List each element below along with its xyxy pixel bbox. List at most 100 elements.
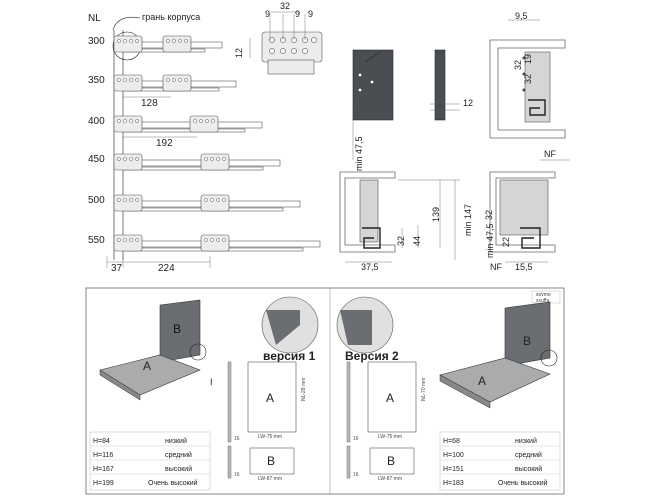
bracket-hole bbox=[216, 238, 220, 242]
v1-row-h-2: H=167 bbox=[93, 466, 114, 473]
row-label-350: 350 bbox=[88, 75, 105, 86]
section-view-a: 9,5 32 19 32 bbox=[489, 11, 566, 139]
bracket-hole bbox=[123, 157, 127, 161]
v2-letter-a: A bbox=[478, 374, 486, 388]
bracket-hole bbox=[123, 238, 127, 242]
front-bracket bbox=[113, 153, 143, 171]
v2-plate-b bbox=[369, 447, 415, 475]
section-c-32: 32 bbox=[484, 210, 494, 220]
bracket-hole bbox=[172, 39, 176, 43]
rear-bracket bbox=[189, 115, 219, 133]
bracket-hole bbox=[117, 39, 121, 43]
bracket-hole bbox=[117, 157, 121, 161]
v2-nl-a: NL-70 mm bbox=[421, 378, 427, 401]
v1-panel-b bbox=[159, 299, 201, 363]
v2-tag1: sovme bbox=[536, 292, 551, 298]
bracket-hole bbox=[178, 39, 182, 43]
bracket-hole bbox=[172, 78, 176, 82]
bracket-hole bbox=[123, 119, 127, 123]
v1-nl-a: NL-28 mm bbox=[301, 378, 307, 401]
bracket-hole bbox=[222, 198, 226, 202]
v1-lw-a: LW-75 mm bbox=[258, 434, 282, 440]
rear-bracket bbox=[200, 153, 230, 171]
v1-row-name-2: высокий bbox=[165, 465, 192, 473]
section-b-375: 37,5 bbox=[361, 262, 379, 272]
v2-plate-a-label: A bbox=[386, 391, 394, 405]
front-bracket bbox=[113, 35, 143, 53]
v1-row-h-3: H=199 bbox=[93, 480, 114, 487]
bracket-hole bbox=[210, 238, 214, 242]
bracket-hole bbox=[135, 39, 139, 43]
bracket-hole bbox=[123, 198, 127, 202]
section-a-95: 9,5 bbox=[515, 11, 528, 21]
bracket-hole bbox=[216, 198, 220, 202]
front-bracket bbox=[113, 115, 143, 133]
bracket-hole bbox=[166, 78, 170, 82]
bracket-hole bbox=[135, 119, 139, 123]
bracket-hole bbox=[222, 238, 226, 242]
v2-row-name-1: средний bbox=[515, 451, 542, 459]
rail-profile-c bbox=[520, 227, 541, 249]
detail-dim-9a: 9 bbox=[265, 9, 270, 19]
bracket-hole bbox=[117, 78, 121, 82]
bracket-hole bbox=[129, 39, 133, 43]
v2-panel-b bbox=[504, 301, 551, 367]
bracket-hole bbox=[205, 119, 209, 123]
v1-row-name-3: Очень высокий bbox=[148, 479, 198, 487]
section-b-139: 139 bbox=[431, 207, 441, 222]
v2-dim16a: 16 bbox=[353, 436, 359, 442]
row-label-550: 550 bbox=[88, 235, 105, 246]
side-min-475: min 47,5 bbox=[354, 136, 364, 171]
bracket-hole bbox=[184, 39, 188, 43]
bracket-hole bbox=[129, 157, 133, 161]
v2-lw-a: LW-75 mm bbox=[378, 434, 402, 440]
v1-row-h-0: H=84 bbox=[93, 438, 110, 445]
front-bracket bbox=[113, 74, 143, 92]
case-edge-arrow bbox=[112, 16, 141, 31]
v1-row-name-0: низкий bbox=[165, 437, 187, 445]
rear-bracket bbox=[162, 35, 192, 53]
rail-profile-b bbox=[362, 227, 381, 249]
v2-lw-b: LW-87 mm bbox=[378, 476, 402, 482]
bracket-hole bbox=[117, 198, 121, 202]
cabinet-frame-b bbox=[339, 171, 396, 253]
bracket-hole bbox=[129, 238, 133, 242]
section-view-c: NF 32 22 min 47,5 NF 15,5 bbox=[484, 149, 570, 272]
bracket-hole bbox=[222, 157, 226, 161]
bracket-hole bbox=[123, 39, 127, 43]
section-a-32b: 32 bbox=[523, 74, 533, 84]
detail-dim-9b: 9 bbox=[295, 9, 300, 19]
v2-tag2: sxuffa bbox=[536, 298, 549, 304]
bracket-hole bbox=[166, 39, 170, 43]
slide-length-variants: NL грань корпуса 300 350 400 450 500 550… bbox=[88, 12, 321, 274]
row-label-500: 500 bbox=[88, 195, 105, 206]
section-b-147: min 147 bbox=[463, 204, 473, 236]
slide-rows bbox=[113, 35, 321, 252]
bracket-detail: 32 9 9 9 12 bbox=[234, 1, 323, 75]
case-edge-label: грань корпуса bbox=[142, 12, 200, 22]
bracket-hole bbox=[117, 119, 121, 123]
bracket-hole bbox=[204, 198, 208, 202]
bracket-hole bbox=[210, 198, 214, 202]
bracket-hole bbox=[129, 119, 133, 123]
detail-dim-32: 32 bbox=[280, 1, 290, 11]
front-bracket bbox=[113, 194, 143, 212]
v1-plate-b bbox=[249, 447, 295, 475]
v2-dim16b: 16 bbox=[353, 472, 359, 478]
slide-rail-lower bbox=[122, 166, 264, 171]
v2-panel-a bbox=[439, 357, 551, 403]
bracket-hole bbox=[193, 119, 197, 123]
section-view-b: 139 min 147 44 32 37,5 bbox=[339, 171, 473, 272]
v2-row-name-3: Очень высокий bbox=[498, 479, 548, 487]
side-dim-12: 12 bbox=[463, 98, 473, 108]
bracket-hole bbox=[199, 119, 203, 123]
row-label-400: 400 bbox=[88, 116, 105, 127]
rail-profile-a bbox=[528, 99, 546, 116]
v1-plate-a bbox=[247, 361, 297, 433]
version-frame bbox=[85, 287, 565, 495]
bracket-hole bbox=[178, 78, 182, 82]
bracket-hole bbox=[210, 157, 214, 161]
version-2: Версия 2 16 16 A LW-75 mm NL-70 mm B LW-… bbox=[336, 290, 561, 491]
v1-detail-circle bbox=[189, 343, 207, 361]
